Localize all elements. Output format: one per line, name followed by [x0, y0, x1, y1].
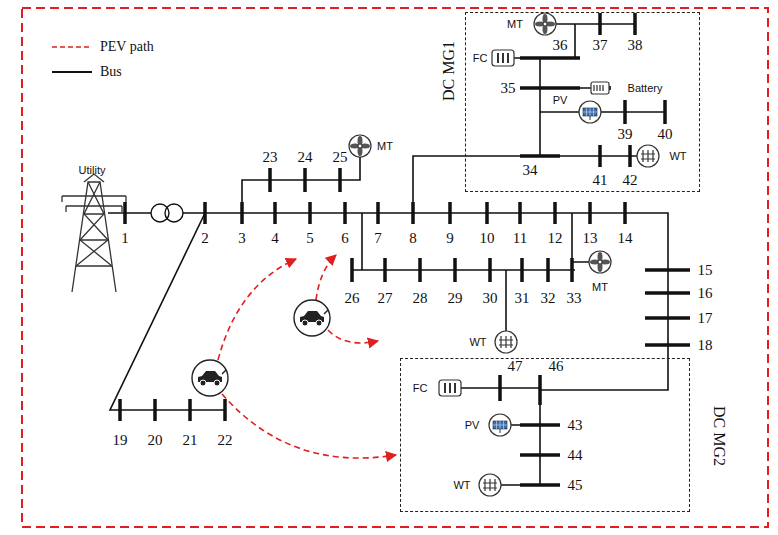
- utility-tower: [62, 174, 126, 292]
- bus-number: 3: [238, 230, 246, 247]
- bus-number: 41: [593, 172, 608, 189]
- bus-number: 34: [523, 162, 538, 179]
- component-label: MT: [507, 18, 523, 30]
- bus-number: 46: [549, 358, 564, 375]
- bus-number: 30: [483, 290, 498, 307]
- microgrid-box: DC MG1: [465, 12, 700, 192]
- bus-number: 26: [345, 290, 360, 307]
- bus-number: 18: [698, 337, 713, 354]
- component-label: WT: [453, 479, 470, 491]
- bus-number: 38: [628, 37, 643, 54]
- transformer: [151, 204, 183, 222]
- bus-number: 17: [698, 310, 713, 327]
- bus-number: 4: [271, 230, 279, 247]
- bus-number: 20: [148, 432, 163, 449]
- bus-number: 32: [541, 290, 556, 307]
- bus-number: 29: [448, 290, 463, 307]
- component-label: FC: [413, 382, 428, 394]
- legend-samples: [52, 47, 92, 72]
- component-icons: [349, 13, 659, 496]
- microgrid-box: DC MG2: [400, 358, 690, 512]
- bus-wires: [108, 24, 668, 485]
- bus-number: 2: [201, 230, 209, 247]
- bus-number: 35: [501, 80, 516, 97]
- bus-number: 16: [698, 285, 713, 302]
- component-label: PV: [465, 419, 480, 431]
- component-label: WT: [469, 336, 486, 348]
- bus-number: 36: [553, 37, 568, 54]
- bus-number: 5: [306, 230, 314, 247]
- bus-number: 39: [618, 126, 633, 143]
- bus-number: 12: [548, 230, 563, 247]
- utility-label: Utility: [79, 164, 106, 176]
- bus-number: 6: [341, 230, 349, 247]
- bus-number: 8: [409, 230, 417, 247]
- bus-number: 7: [374, 230, 382, 247]
- bus-number: 43: [568, 417, 583, 434]
- bus-number: 23: [263, 149, 278, 166]
- bus-number: 21: [183, 432, 198, 449]
- bus-number: 40: [658, 126, 673, 143]
- legend-text: Bus: [100, 65, 122, 79]
- outer-border: [22, 8, 768, 527]
- bus-number: 28: [413, 290, 428, 307]
- bus-number: 15: [698, 262, 713, 279]
- bus-number: 13: [583, 230, 598, 247]
- bus-number: 10: [480, 230, 495, 247]
- bus-number: 37: [593, 37, 608, 54]
- bus-number: 33: [567, 290, 582, 307]
- microgrid-heading: DC MG1: [441, 41, 457, 101]
- component-label: MT: [377, 140, 393, 152]
- legend-text: PEV path: [100, 40, 154, 54]
- bus-number: 47: [508, 358, 523, 375]
- bus-number: 19: [113, 432, 128, 449]
- bus-bars: [120, 13, 690, 485]
- bus-number: 9: [446, 230, 454, 247]
- bus-number: 1: [121, 230, 129, 247]
- bus-number: 42: [623, 172, 638, 189]
- microgrid-heading: DC MG2: [711, 406, 727, 466]
- bus-number: 44: [568, 447, 583, 464]
- component-label: MT: [592, 281, 608, 293]
- bus-number: 14: [618, 230, 633, 247]
- bus-number: 24: [298, 149, 313, 166]
- pev-paths: [218, 255, 396, 458]
- component-label: FC: [473, 52, 488, 64]
- component-label: PV: [553, 94, 568, 106]
- bus-number: 31: [515, 290, 530, 307]
- component-label: WT: [669, 150, 686, 162]
- bus-number: 11: [513, 230, 527, 247]
- bus-number: 27: [378, 290, 393, 307]
- bus-number: 45: [568, 477, 583, 494]
- component-label: Battery: [628, 82, 663, 94]
- bus-number: 25: [333, 149, 348, 166]
- bus-number: 22: [218, 432, 233, 449]
- pev-icons: [192, 300, 330, 396]
